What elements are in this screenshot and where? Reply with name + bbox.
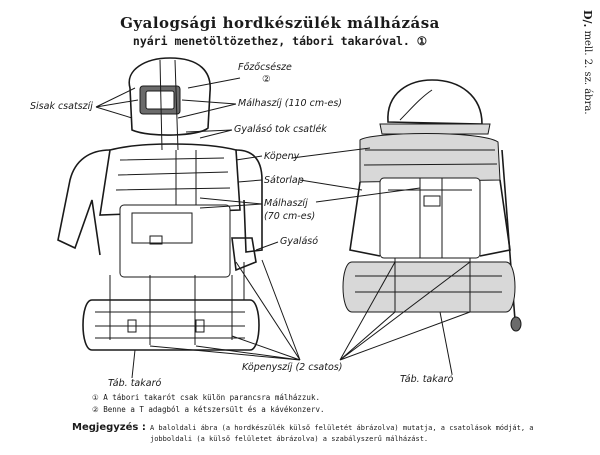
pack-back-buckle [423, 195, 441, 207]
blanket-roll-folds [95, 311, 245, 339]
side-pole-end [510, 316, 522, 332]
leader-satorlap [237, 179, 363, 191]
right-sleeve [235, 149, 263, 253]
blanket-roll-left [82, 299, 260, 351]
label-kopeny: Köpeny [264, 151, 300, 162]
coat-body [99, 143, 241, 216]
label-malhaszij-70-line1: Málhaszíj [264, 198, 308, 209]
helmet-dome [387, 79, 483, 125]
left-figure [57, 57, 263, 351]
leader-tab-takaro-left [131, 349, 136, 379]
leader-gyalaso [255, 241, 279, 251]
lower-straps [109, 275, 233, 345]
footnote-2: ② Benne a T adagból a kétszersült és a k… [92, 405, 325, 414]
right-figure [342, 79, 522, 332]
leader-malhaszij-70 [199, 187, 421, 209]
coat-folds [115, 157, 231, 191]
side-ref-rest: mell. 2. sz. ábra. [582, 30, 593, 115]
label-gyalaso-tok-csatlek: Gyalásó tok csatlék [234, 124, 327, 135]
pack-straps [175, 150, 197, 205]
footnote-1: ① A tábori takarót csak külön parancsra … [92, 393, 320, 402]
entrenching-tool-blade [231, 237, 257, 272]
blanket-roll-right-straps [394, 258, 471, 312]
label-fozocsesze: Főzőcsésze [238, 62, 292, 73]
helmet-highlight [399, 89, 433, 121]
leader-kopenyszij-left [149, 259, 301, 361]
label-tab-takaro-right: Táb. takaró [400, 374, 454, 385]
label-satorlap: Sátorlap [264, 175, 304, 186]
label-malhaszij-70-line2: (70 cm-es) [264, 211, 316, 222]
roll-buckle-2 [195, 319, 205, 333]
label-fozocsesze-note: ② [262, 74, 271, 85]
helmet-brim [379, 123, 491, 135]
mess-tin-window [145, 90, 175, 110]
helmet-strap [159, 59, 179, 151]
leader-tab-takaro-right [439, 311, 453, 375]
mess-tin-outline [128, 57, 211, 136]
leader-gyalaso-tok [185, 129, 233, 139]
pack-back [379, 177, 481, 259]
label-kopenyszij: Köpenyszíj (2 csatos) [242, 362, 343, 373]
blanket-roll-right-folds [355, 275, 502, 293]
label-malhaszij-110: Málhaszíj (110 cm-es) [238, 98, 342, 109]
roll-buckle-1 [127, 319, 137, 333]
blanket-roll-right [342, 261, 516, 313]
remark-text: A baloldali ábra (a hordkészülék külső f… [150, 424, 534, 443]
left-sleeve [57, 149, 111, 256]
leader-malhaszij-110 [177, 99, 237, 119]
coat-roll-folds [363, 149, 498, 166]
leader-sisak [95, 87, 139, 119]
side-ref-prefix: D/. [581, 10, 594, 28]
side-reference: D/. mell. 2. sz. ábra. [581, 10, 594, 115]
coat-roll-top [359, 133, 501, 183]
label-gyalaso: Gyalásó [280, 236, 319, 247]
label-sisak-csatszij: Sisak csatszíj [30, 101, 93, 112]
page-subtitle: nyári menetöltözethez, tábori takaróval.… [132, 34, 428, 48]
leader-kopeny [235, 147, 371, 161]
page-title: Gyalogsági hordkészülék málházása [120, 14, 440, 32]
pack-buckle [149, 235, 163, 245]
leader-lines [95, 77, 471, 379]
label-tab-takaro-left: Táb. takaró [108, 378, 162, 389]
leader-kopenyszij-right [339, 261, 471, 361]
leader-fozocsesze [187, 77, 241, 89]
remark-heading: Megjegyzés : [72, 422, 146, 433]
